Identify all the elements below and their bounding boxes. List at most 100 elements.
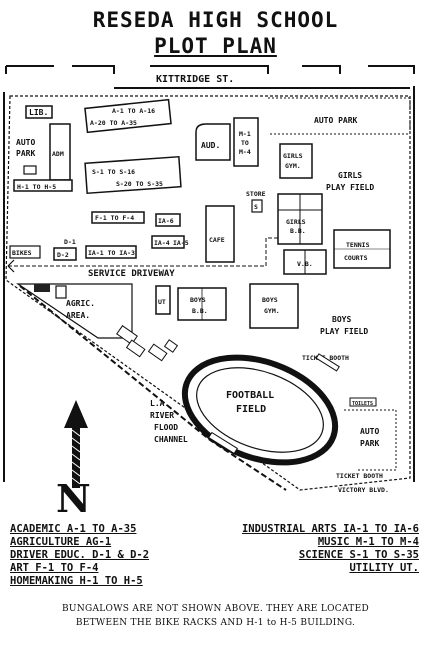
homemaking-building [13,179,73,192]
art-building [91,211,145,224]
library-label: LIB. [29,108,48,117]
store-label: STORE [246,190,266,198]
music-building [233,117,259,167]
la-river-label-4: CHANNEL [154,435,188,444]
boys-gym-label-2: GYM. [264,307,280,315]
auto-park-left-label-2: PARK [16,149,35,158]
legend-music: MUSIC M-1 TO M-4 [317,536,419,548]
auto-park-right-label-1: AUTO [360,427,379,436]
auto-park-top-label: AUTO PARK [314,116,358,125]
football-field-label-2: FIELD [236,404,266,415]
football-field-label-1: FOOTBALL [226,390,274,401]
music-label-1: M-1 [239,130,251,138]
bike-racks [9,245,41,259]
legend-driver-educ: DRIVER EDUC. D-1 & D-2 [10,549,150,561]
girls-bb-label-1: GIRLS [286,218,306,226]
boys-field-label-2: PLAY FIELD [320,327,368,336]
boys-bb-label-1: BOYS [190,296,206,304]
ia6-building [155,213,181,227]
map-title: RESEDA HIGH SCHOOL [92,8,339,32]
science-label-1: S-1 TO S-16 [92,168,135,176]
agric-label-1: AGRIC. [66,299,95,308]
utility-label: UT [158,298,166,306]
flood-channel-line [19,285,287,491]
science-label-2: S-20 TO S-35 [116,180,163,188]
service-driveway-label: SERVICE DRIVEWAY [88,269,175,279]
la-river-label-2: RIVER [150,411,174,420]
victory-blvd-label: VICTORY BLVD. [338,486,389,494]
cafeteria-label: CAFE [209,236,225,244]
volleyball-label: V.B. [297,260,313,268]
legend-agriculture: AGRICULTURE AG-1 [10,536,112,548]
ia4-ia5-building [151,235,185,249]
boys-gym-label-1: BOYS [262,296,278,304]
boys-field-label-1: BOYS [332,315,351,324]
ia1-ia3-label: IA-1 TO IA-3 [88,249,135,257]
north-arrow-icon [64,400,88,488]
utility-building [155,285,171,315]
small-structures [116,325,179,362]
bungalow-note-line2: BETWEEN THE BIKE RACKS AND H-1 to H-5 BU… [75,618,356,628]
toilets-label: TOILETS [352,401,373,407]
bikes-label: BIKES [12,249,32,257]
auditorium-label: AUD. [201,141,220,150]
auto-park-right-label-2: PARK [360,439,379,448]
academic-label-2: A-20 TO A-35 [90,119,137,127]
ia4-label: IA-4 [154,239,170,247]
legend-utility: UTILITY UT. [349,562,419,574]
cafeteria-building [205,205,235,263]
bleachers [208,353,340,455]
la-river-label-1: L.A. [150,399,169,408]
small-building [23,165,37,175]
auto-park-right-area [344,409,397,471]
north-label: N [56,476,91,521]
boys-gym-building [249,283,299,329]
agric-building-1 [34,284,50,292]
football-field [181,354,339,466]
legend-art: ART F-1 TO F-4 [10,562,99,574]
administration-label: ADM [52,150,64,158]
map-subtitle: PLOT PLAN [154,34,277,58]
ia6-label: IA-6 [158,217,174,225]
tennis-label-1: TENNIS [346,241,370,249]
ticket-booth-2-label: TICKET BOOTH [336,472,383,480]
agric-label-2: AREA. [66,311,90,320]
auto-park-top-area [268,97,411,135]
girls-gym-building [279,143,313,179]
legend-industrial-arts: INDUSTRIAL ARTS IA-1 TO IA-6 [241,523,419,535]
ia1-ia3-building [85,245,137,259]
girls-gym-label-2: GYM. [285,162,301,170]
science-building [84,155,182,195]
academic-building [84,98,172,134]
driver-ed-d2-label: D-2 [57,251,69,259]
legend-academic: ACADEMIC A-1 TO A-35 [10,523,137,535]
toilets-building [349,397,377,407]
girls-play-field-label-2: PLAY FIELD [326,183,374,192]
music-label-3: M-4 [239,148,251,156]
campus-plot-plan: KITTRIDGE ST. LIB. AUTO PARK ADM H-1 TO … [3,65,415,494]
bungalow-note-line1: BUNGALOWS ARE NOT SHOWN ABOVE. THEY ARE … [62,604,369,614]
kittridge-street-label: KITTRIDGE ST. [156,74,234,85]
street-lines [3,65,415,482]
boys-bb-label-2: B.B. [192,307,208,315]
auditorium-building [195,123,231,161]
tennis-label-2: COURTS [344,254,368,262]
store-building [251,199,263,213]
art-building-label: F-1 TO F-4 [95,214,134,222]
agric-building-2 [55,285,67,299]
store-s-label: S [254,203,258,211]
homemaking-building-label: H-1 TO H-5 [17,183,56,191]
legend-science: SCIENCE S-1 TO S-35 [298,549,419,561]
auto-park-left-label: AUTO [16,138,35,147]
ia5-label: IA-5 [173,239,189,247]
driver-ed-d1-label: D-1 [64,238,76,246]
girls-gym-label-1: GIRLS [283,152,303,160]
driver-ed-building [53,247,77,261]
academic-label-1: A-1 TO A-16 [112,107,155,115]
legend-homemaking: HOMEMAKING H-1 TO H-5 [10,575,143,587]
girls-play-field-label-1: GIRLS [338,171,362,180]
girls-bb-label-2: B.B. [290,227,306,235]
campus-boundary [5,95,411,491]
la-river-label-3: FLOOD [154,423,178,432]
library-building [25,105,53,119]
